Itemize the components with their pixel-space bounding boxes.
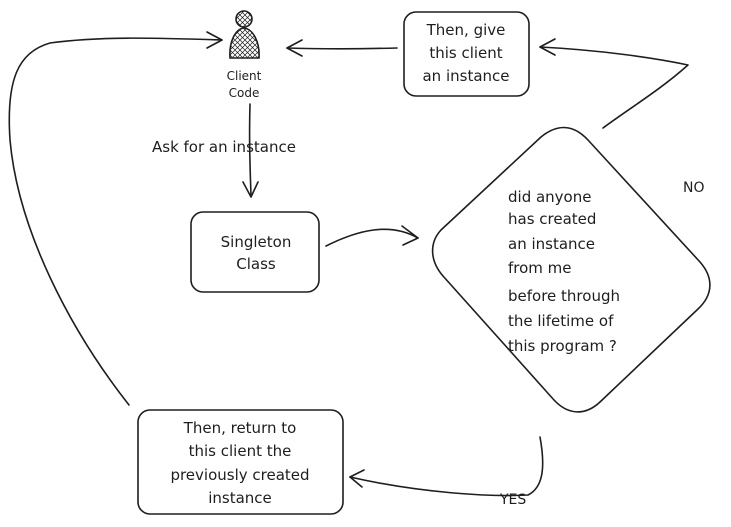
- decision-line-2: has created: [508, 210, 596, 228]
- ask-arrow: [242, 103, 259, 198]
- give-instance-node: Then, give this client an instance: [403, 11, 530, 97]
- return-instance-node: Then, return to this client the previous…: [137, 409, 344, 515]
- ask-label: Ask for an instance: [152, 138, 296, 156]
- singleton-class-line-2: Class: [236, 255, 276, 273]
- decision-line-1: did anyone: [508, 188, 591, 206]
- decision-line-6: the lifetime of: [508, 312, 614, 330]
- decision-line-7: this program ?: [508, 337, 617, 355]
- give-line-2: this client: [429, 44, 502, 62]
- give-line-1: Then, give: [426, 21, 506, 39]
- singleton-class-node: Singleton Class: [190, 211, 320, 293]
- return-line-1: Then, return to: [183, 419, 297, 437]
- user-icon: [229, 10, 260, 59]
- no-arrow: [539, 38, 689, 129]
- decision-node: did anyone has created an instance from …: [431, 126, 711, 413]
- decision-text: did anyone has created an instance from …: [508, 188, 620, 355]
- check-arrow: [325, 225, 419, 247]
- client-code-label-line-1: Client: [227, 69, 262, 83]
- return-line-4: instance: [208, 489, 272, 507]
- yes-label: YES: [499, 492, 526, 508]
- give-line-3: an instance: [422, 67, 509, 85]
- decision-line-4: from me: [508, 259, 572, 277]
- decision-line-5: before through: [508, 287, 620, 305]
- no-label: NO: [683, 180, 705, 196]
- return-line-3: previously created: [170, 466, 309, 484]
- client-code-label-line-2: Code: [229, 86, 260, 100]
- yes-arrow: [349, 436, 544, 497]
- give-arrow: [286, 39, 398, 57]
- return-arrow: [8, 31, 223, 406]
- return-line-2: this client the: [189, 442, 292, 460]
- decision-line-3: an instance: [508, 235, 595, 253]
- client-code-actor: Client Code: [227, 10, 262, 100]
- singleton-class-line-1: Singleton: [221, 233, 292, 251]
